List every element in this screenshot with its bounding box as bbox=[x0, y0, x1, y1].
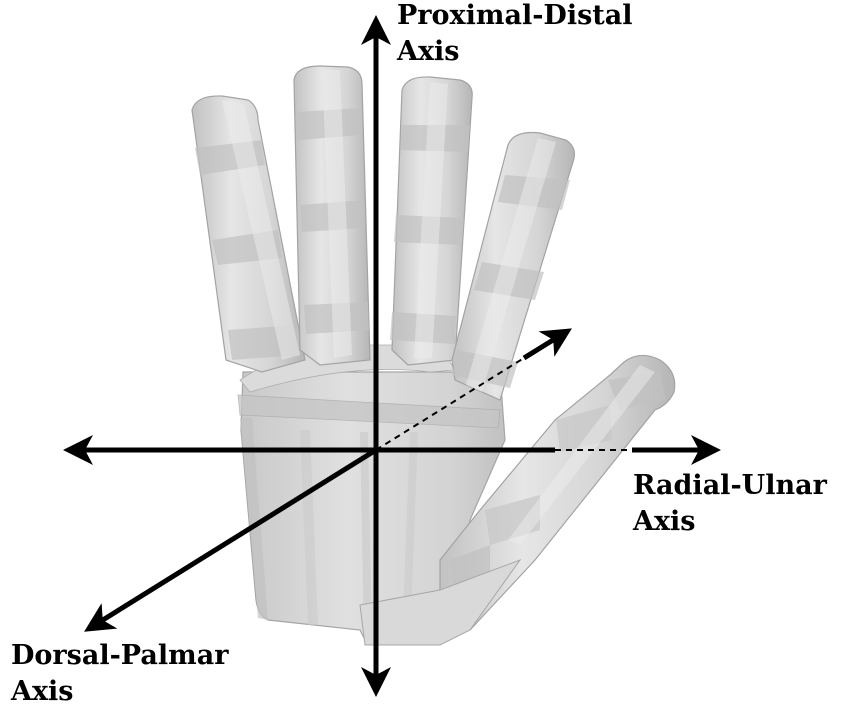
radial-ulnar-label-line1: Radial-Ulnar bbox=[633, 470, 827, 501]
dorsal-palmar-label-line1: Dorsal-Palmar bbox=[11, 640, 229, 671]
finger-middle bbox=[390, 76, 473, 366]
finger-index bbox=[451, 131, 576, 401]
proximal-distal-label-line2: Axis bbox=[397, 36, 460, 67]
finger-ring bbox=[293, 65, 371, 366]
dorsal-palmar-label-line2: Axis bbox=[11, 676, 74, 707]
finger-little bbox=[191, 95, 306, 373]
dorsal-palmar-axis-arrow-back bbox=[522, 328, 572, 361]
dorsal-palmar-axis-arrow-front bbox=[84, 447, 378, 632]
dorsal-palmar-axis-hidden-segment bbox=[375, 357, 525, 451]
proximal-distal-label-line1: Proximal-Distal bbox=[397, 0, 633, 31]
axes bbox=[62, 14, 722, 698]
dorsal-palmar-axis-label: Dorsal-Palmar Axis bbox=[11, 638, 228, 710]
thenar bbox=[359, 558, 522, 646]
radial-ulnar-label-line2: Axis bbox=[633, 506, 696, 537]
proximal-distal-axis-label: Proximal-Distal Axis bbox=[397, 0, 633, 70]
hand-model-icon bbox=[191, 65, 676, 646]
radial-ulnar-axis-label: Radial-Ulnar Axis bbox=[633, 468, 827, 540]
